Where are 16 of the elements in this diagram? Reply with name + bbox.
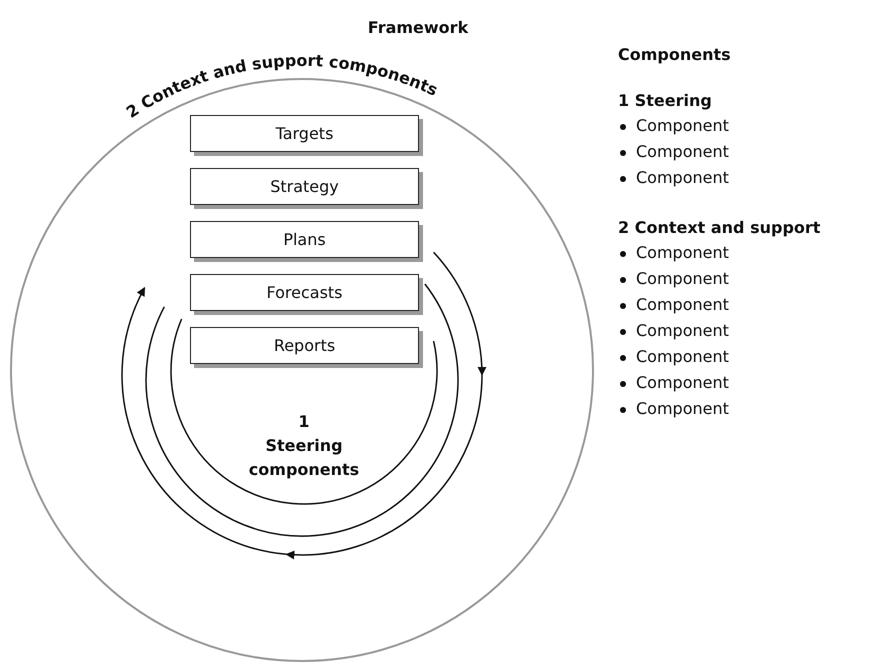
list-item: Component: [636, 116, 729, 135]
list-item: Component: [636, 243, 729, 262]
section-heading: 2 Context and support: [618, 218, 820, 237]
list-item: Component: [636, 347, 729, 366]
list-item: Component: [636, 321, 729, 340]
list-item: Component: [636, 399, 729, 418]
steering-label: 1: [298, 411, 310, 433]
list-item: Component: [636, 295, 729, 314]
list-item: Component: [636, 373, 729, 392]
list-item: Component: [636, 269, 729, 288]
steering-label: Steering components: [248, 435, 360, 481]
diagram-title: Framework: [366, 18, 470, 37]
list-item: Component: [636, 168, 729, 187]
section-heading: 1 Steering: [618, 91, 712, 110]
list-item: Component: [636, 142, 729, 161]
list-heading: Components: [618, 45, 731, 64]
